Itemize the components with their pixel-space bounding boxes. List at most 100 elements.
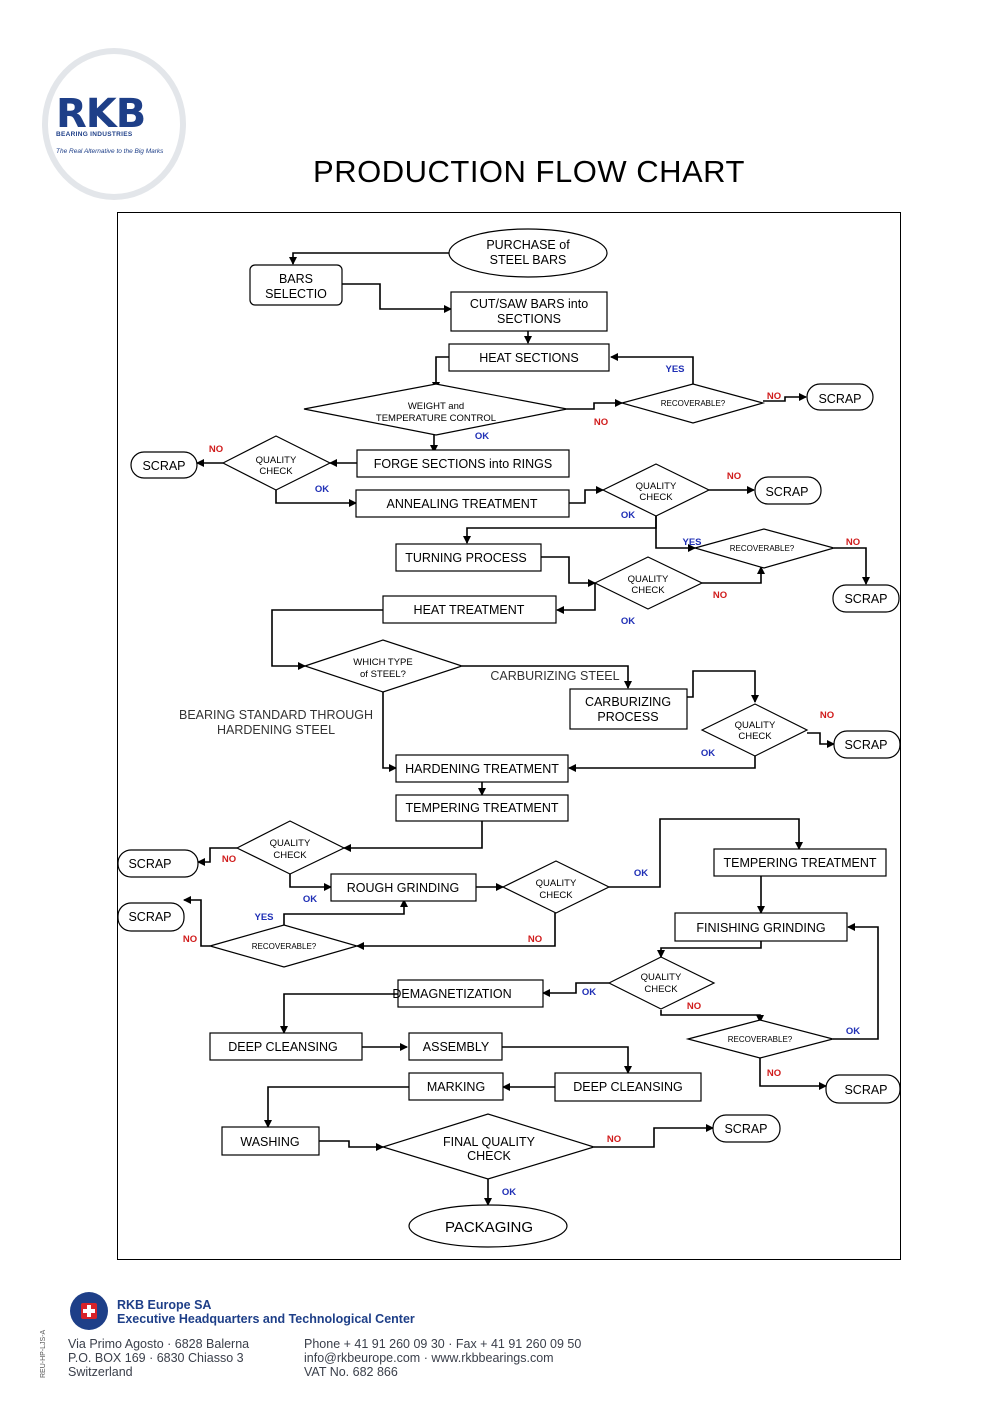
quality-check-node-5 xyxy=(235,820,346,875)
final-quality-check-node xyxy=(380,1113,597,1180)
quality-check-node-2 xyxy=(601,463,711,517)
recoverable-node-2 xyxy=(692,528,837,569)
qc6-label-2: CHECK xyxy=(539,890,573,901)
cut-saw-node xyxy=(450,291,608,332)
qc4-label-1: QUALITY xyxy=(735,720,776,731)
purchase-label-1: PURCHASE of xyxy=(486,238,570,252)
scrap-label-3: SCRAP xyxy=(765,485,808,499)
scrap-node-4 xyxy=(832,584,900,613)
yes-label-2: YES xyxy=(682,537,701,548)
no-label-10: NO xyxy=(528,934,542,945)
recoverable-node-3 xyxy=(207,924,360,968)
forge-node xyxy=(356,449,570,478)
qc2-label-2: CHECK xyxy=(639,492,673,503)
rough-grinding-label: ROUGH GRINDING xyxy=(347,881,460,895)
no-label-13: NO xyxy=(607,1134,621,1145)
scrap-node-2 xyxy=(130,451,198,479)
ok-label-3: OK xyxy=(621,510,635,521)
page-title: PRODUCTION FLOW CHART xyxy=(313,154,745,189)
footer-company-subtitle: Executive Headquarters and Technological… xyxy=(117,1312,415,1326)
scrap-label-9: SCRAP xyxy=(724,1122,767,1136)
marking-node xyxy=(408,1072,504,1101)
recoverable-node-4 xyxy=(685,1019,836,1059)
logo-subtitle: BEARING INDUSTRIES xyxy=(56,131,133,138)
ok-label-7: OK xyxy=(634,868,648,879)
qc5-label-2: CHECK xyxy=(273,850,307,861)
swiss-quality-badge xyxy=(70,1292,108,1330)
carburizing-process-node xyxy=(569,688,688,730)
yes-label-3: YES xyxy=(254,912,273,923)
bars-selection-node xyxy=(249,264,343,306)
scrap-label-7: SCRAP xyxy=(128,910,171,924)
scrap-label-8: SCRAP xyxy=(844,1083,887,1097)
no-label-12: NO xyxy=(767,1068,781,1079)
no-label-8: NO xyxy=(222,854,236,865)
hardening-label: HARDENING TREATMENT xyxy=(405,762,559,776)
bars-label-2: SELECTIO xyxy=(265,287,327,301)
forge-label: FORGE SECTIONS into RINGS xyxy=(374,457,553,471)
demag-label: DEMAGNETIZATION xyxy=(392,987,511,1001)
ok-label-6: OK xyxy=(303,894,317,905)
heat-treatment-label: HEAT TREATMENT xyxy=(414,603,525,617)
weight-label-1: WEIGHT and xyxy=(408,401,464,412)
recoverable-label-2: RECOVERABLE? xyxy=(730,544,795,553)
flowchart-frame xyxy=(117,212,901,1260)
qc3-label-2: CHECK xyxy=(631,585,665,596)
quality-check-node-6 xyxy=(501,860,611,914)
no-label-11: NO xyxy=(687,1001,701,1012)
qc7-label-1: QUALITY xyxy=(641,972,682,983)
washing-label: WASHING xyxy=(240,1135,299,1149)
recoverable-label-1: RECOVERABLE? xyxy=(661,399,726,408)
qc6-label-1: QUALITY xyxy=(536,878,577,889)
tempering-node-2 xyxy=(713,848,887,877)
turning-label: TURNING PROCESS xyxy=(405,551,527,565)
ok-label-4: OK xyxy=(621,616,635,627)
heat-treatment-node xyxy=(382,595,557,624)
purchase-label-2: STEEL BARS xyxy=(490,253,567,267)
recoverable-label-3: RECOVERABLE? xyxy=(252,942,317,951)
scrap-node-1 xyxy=(806,383,874,411)
demagnetization-node xyxy=(397,979,544,1008)
no-label-9: NO xyxy=(183,934,197,945)
finishing-label: FINISHING GRINDING xyxy=(696,921,825,935)
footer-company-block: RKB Europe SA Executive Headquarters and… xyxy=(117,1298,415,1326)
annealing-label: ANNEALING TREATMENT xyxy=(387,497,538,511)
scrap-label-5: SCRAP xyxy=(844,738,887,752)
deep-cleansing-node-2 xyxy=(554,1072,702,1102)
deep-cleansing-node-1 xyxy=(209,1032,363,1061)
company-logo: RKB xyxy=(56,94,158,138)
footer-email: info@rkbeurope.com · www.rkbbearings.com xyxy=(304,1351,554,1365)
heat-sections-label: HEAT SECTIONS xyxy=(479,351,579,365)
bearing-label-2: HARDENING STEEL xyxy=(217,723,335,737)
scrap-label-2: SCRAP xyxy=(142,459,185,473)
footer-phone: Phone + 41 91 260 09 30 · Fax + 41 91 26… xyxy=(304,1337,582,1351)
logo-ring xyxy=(42,48,186,200)
packaging-node xyxy=(408,1204,568,1248)
which-label-2: of STEEL? xyxy=(360,669,406,680)
scrap-node-9 xyxy=(712,1114,781,1143)
carburizing-steel-label: CARBURIZING STEEL xyxy=(490,669,619,683)
quality-check-node-1 xyxy=(221,435,332,491)
quality-check-node-7 xyxy=(607,956,716,1010)
finishing-grinding-node xyxy=(674,912,848,942)
ok-label-2: OK xyxy=(315,484,329,495)
no-label-2: NO xyxy=(594,417,608,428)
carb-label-2: PROCESS xyxy=(597,710,658,724)
tempering-node-1 xyxy=(395,794,569,822)
marking-label: MARKING xyxy=(427,1080,485,1094)
footer-company-name: RKB Europe SA xyxy=(117,1298,212,1312)
heat-sections-node xyxy=(448,343,610,372)
which-label-1: WHICH TYPE xyxy=(353,657,412,668)
logo-tagline: The Real Alternative to the Big Marks xyxy=(56,148,164,155)
packaging-label: PACKAGING xyxy=(445,1219,533,1236)
tempering-label-2: TEMPERING TREATMENT xyxy=(723,856,876,870)
footer-address-line-2: P.O. BOX 169 · 6830 Chiasso 3 xyxy=(68,1351,244,1365)
scrap-node-7 xyxy=(117,902,185,932)
washing-node xyxy=(221,1126,320,1156)
hardening-node xyxy=(395,754,569,783)
tempering-label-1: TEMPERING TREATMENT xyxy=(405,801,558,815)
weight-temp-control-node xyxy=(303,383,568,436)
no-label-6: NO xyxy=(713,590,727,601)
cut-label-2: SECTIONS xyxy=(497,312,561,326)
